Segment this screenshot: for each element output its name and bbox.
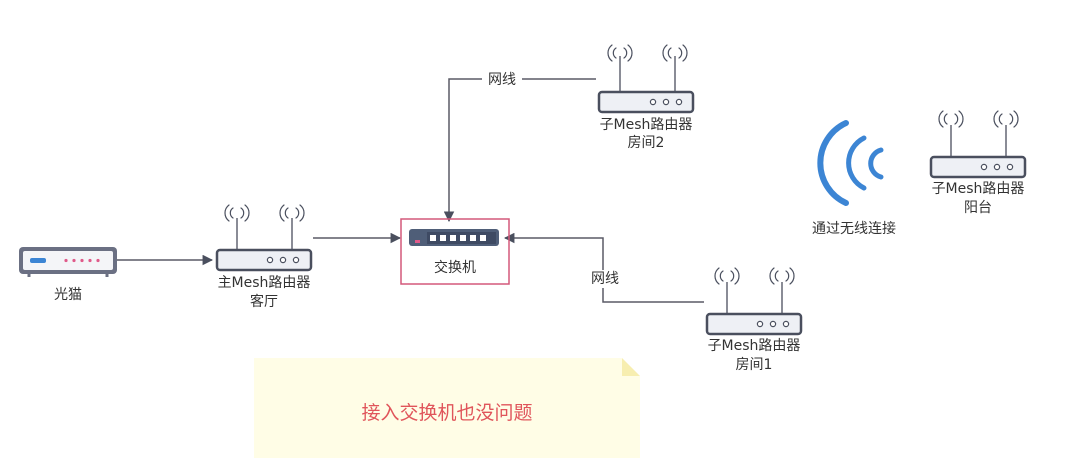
wireless-label: 通过无线连接 [794,220,914,238]
main-router-icon [215,204,313,272]
switch-label: 交换机 [434,260,476,276]
sub-router-room1-room: 房间1 [694,356,814,374]
sub-router-balcony-icon [929,110,1027,179]
main-router-label: 主Mesh路由器 [204,274,324,292]
sticky-note: 接入交换机也没问题 [254,358,640,458]
sub-router-balcony-room: 阳台 [918,199,1038,217]
cable-top-label: 网线 [482,71,522,89]
sub-router-room1-icon [705,267,803,336]
main-router-room: 客厅 [204,293,324,311]
sub-router-room2-icon [597,44,695,114]
edge-room2-to-switch [443,78,596,223]
modem-label: 光猫 [38,286,98,304]
cable-bottom-label: 网线 [585,270,625,288]
switch-icon [400,218,510,285]
sub-router-balcony-label: 子Mesh路由器 [918,180,1038,198]
note-text: 接入交换机也没问题 [361,402,533,424]
modem-icon [19,247,117,277]
sub-router-room1-label: 子Mesh路由器 [694,337,814,355]
wireless-signal-icon [817,120,884,206]
note-fold [622,358,640,376]
sub-router-room2-room: 房间2 [586,134,706,152]
sub-router-room2-label: 子Mesh路由器 [586,116,706,134]
